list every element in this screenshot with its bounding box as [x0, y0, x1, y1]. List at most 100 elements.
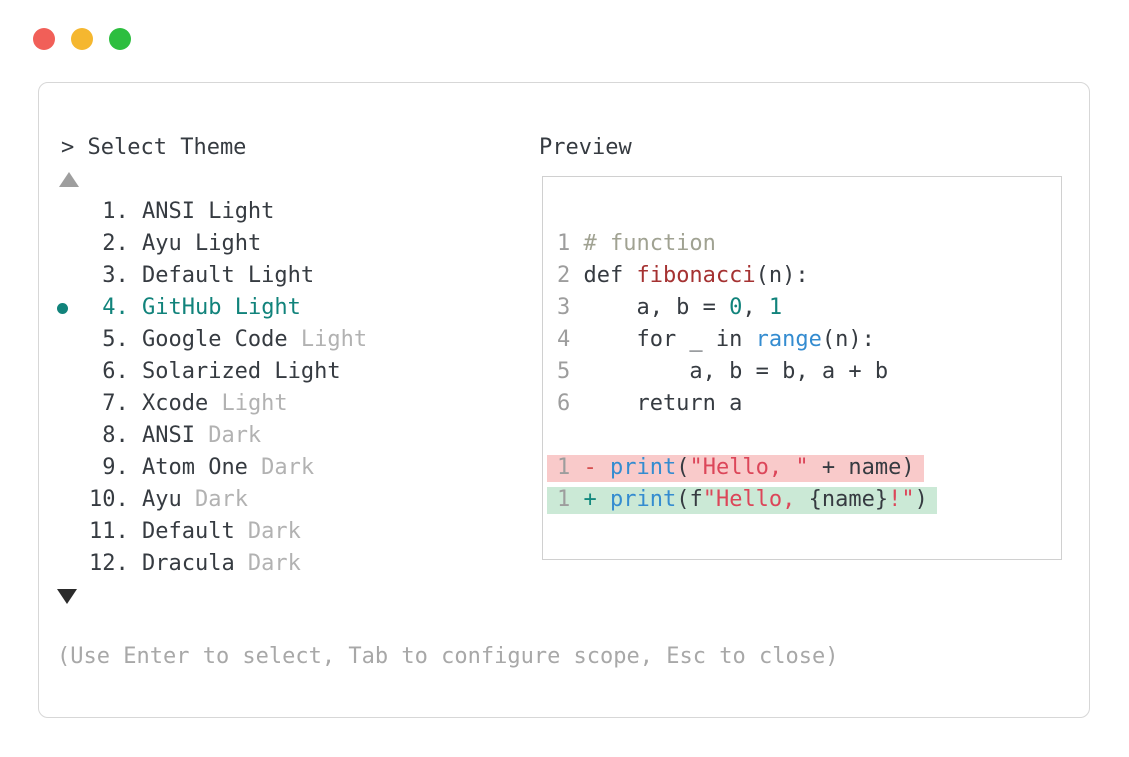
diff-highlight-added: 1+ print(f"Hello, {name}!") — [547, 486, 937, 514]
code-token: {name} — [808, 487, 889, 512]
code-token: for _ in — [583, 327, 756, 352]
theme-item-number: 11. — [89, 519, 129, 544]
diff-highlight-removed: 1- print("Hello, " + name) — [547, 454, 924, 482]
theme-item-number: 9. — [102, 455, 129, 480]
code-token: !" — [888, 487, 915, 512]
line-number: 4 — [557, 327, 571, 352]
theme-list-item-dracula-dark[interactable]: 12.Dracula Dark — [57, 548, 367, 580]
theme-list-item-ayu-light[interactable]: 2.Ayu Light — [57, 228, 367, 260]
theme-item-name: Default — [141, 263, 235, 288]
theme-item-suffix: Light — [261, 359, 341, 384]
theme-item-suffix: Dark — [181, 487, 248, 512]
theme-item-number: 1. — [102, 199, 129, 224]
theme-item-name: Xcode — [141, 391, 209, 416]
code-token: , — [742, 295, 769, 320]
code-token: ( — [676, 455, 690, 480]
code-token: (n): — [821, 327, 875, 352]
diff-line-removed: 1- print("Hello, " + name) — [547, 452, 1061, 484]
line-number: 5 — [557, 359, 571, 384]
theme-item-suffix: Light — [208, 391, 288, 416]
line-number: 6 — [557, 391, 571, 416]
theme-item-suffix: Dark — [247, 455, 315, 480]
theme-list-item-ansi-dark[interactable]: 8.ANSI Dark — [57, 420, 367, 452]
selected-indicator — [57, 292, 89, 324]
code-line: 4 for _ in range(n): — [557, 324, 1061, 356]
scroll-up-icon[interactable] — [59, 172, 79, 187]
theme-item-suffix: Dark — [234, 551, 301, 576]
marker-spacer — [57, 420, 89, 452]
theme-list-item-ayu-dark[interactable]: 10. Ayu Dark — [57, 484, 367, 516]
theme-list-item-default-light[interactable]: 3. Default Light — [57, 260, 367, 292]
code-token: print — [609, 487, 677, 512]
line-number: 2 — [557, 263, 571, 288]
line-number: 3 — [557, 295, 571, 320]
preview-pane-label: Preview — [539, 135, 632, 160]
code-token: print — [609, 455, 677, 480]
code-blank-line — [557, 420, 1061, 452]
theme-list-item-default-dark[interactable]: 11. Default Dark — [57, 516, 367, 548]
scroll-down-icon[interactable] — [57, 589, 77, 604]
code-token: return a — [583, 391, 743, 416]
theme-item-name: Default — [141, 519, 235, 544]
code-token: "Hello, — [702, 487, 809, 512]
marker-spacer — [57, 356, 89, 388]
code-token: (f — [676, 487, 703, 512]
theme-list-item-google-code-light[interactable]: 5.Google Code Light — [57, 324, 367, 356]
code-token: "Hello, " — [689, 455, 809, 480]
code-token: fibonacci — [636, 263, 756, 288]
code-token: a, b = b, a + b — [583, 359, 889, 384]
theme-item-suffix: Light — [287, 327, 368, 352]
theme-item-name: Dracula — [141, 551, 235, 576]
theme-item-name: Ayu — [141, 231, 182, 256]
theme-item-suffix: Light — [194, 199, 275, 224]
close-traffic-light-button[interactable] — [33, 28, 55, 50]
line-number: 1 — [557, 231, 571, 256]
theme-item-suffix: Light — [234, 263, 315, 288]
theme-item-name: ANSI — [141, 199, 195, 224]
minimize-traffic-light-button[interactable] — [71, 28, 93, 50]
theme-item-suffix: Dark — [234, 519, 301, 544]
theme-list-item-ansi-light[interactable]: 1. ANSI Light — [57, 196, 367, 228]
line-number: 1 — [557, 455, 571, 480]
theme-list-item-github-light[interactable]: 4.GitHub Light — [57, 292, 367, 324]
theme-item-name: ANSI — [141, 423, 195, 448]
code-token: 1 — [768, 295, 783, 320]
theme-item-name: Solarized — [141, 359, 262, 384]
theme-item-suffix: Dark — [194, 423, 262, 448]
selected-indicator-dot — [57, 302, 68, 314]
theme-list-item-solarized-light[interactable]: 6.Solarized Light — [57, 356, 367, 388]
theme-list-item-atom-one-dark[interactable]: 9. Atom One Dark — [57, 452, 367, 484]
maximize-traffic-light-button[interactable] — [109, 28, 131, 50]
code-token: + — [583, 487, 610, 512]
dialog-title: > Select Theme — [61, 135, 247, 160]
marker-spacer — [57, 228, 89, 260]
theme-item-name: Ayu — [141, 487, 182, 512]
marker-spacer — [57, 388, 89, 420]
theme-item-number: 3. — [102, 263, 129, 288]
theme-picker-dialog: > Select Theme Preview 1. ANSI Light 2. Ayu… — [38, 82, 1090, 718]
theme-item-number: 5. — [102, 327, 129, 352]
theme-item-number: 4. — [102, 295, 129, 320]
diff-line-added: 1+ print(f"Hello, {name}!") — [547, 484, 1061, 516]
marker-spacer — [57, 548, 89, 580]
code-line: 5 a, b = b, a + b — [557, 356, 1061, 388]
code-line: 1# function — [557, 228, 1061, 260]
marker-spacer — [57, 260, 89, 292]
theme-item-number: 10. — [89, 487, 129, 512]
theme-item-name: Atom One — [141, 455, 248, 480]
code-token: range — [755, 327, 822, 352]
code-token: 0 — [729, 295, 743, 320]
window-traffic-lights — [33, 28, 131, 50]
theme-item-number: 2. — [102, 231, 129, 256]
keyboard-hint: (Use Enter to select, Tab to configure s… — [57, 644, 839, 669]
marker-spacer — [57, 196, 89, 228]
theme-list-item-xcode-light[interactable]: 7.Xcode Light — [57, 388, 367, 420]
line-number: 1 — [557, 487, 571, 512]
marker-spacer — [57, 324, 89, 356]
code-token: - — [583, 455, 610, 480]
code-line: 6 return a — [557, 388, 1061, 420]
theme-item-suffix: Light — [221, 295, 301, 320]
